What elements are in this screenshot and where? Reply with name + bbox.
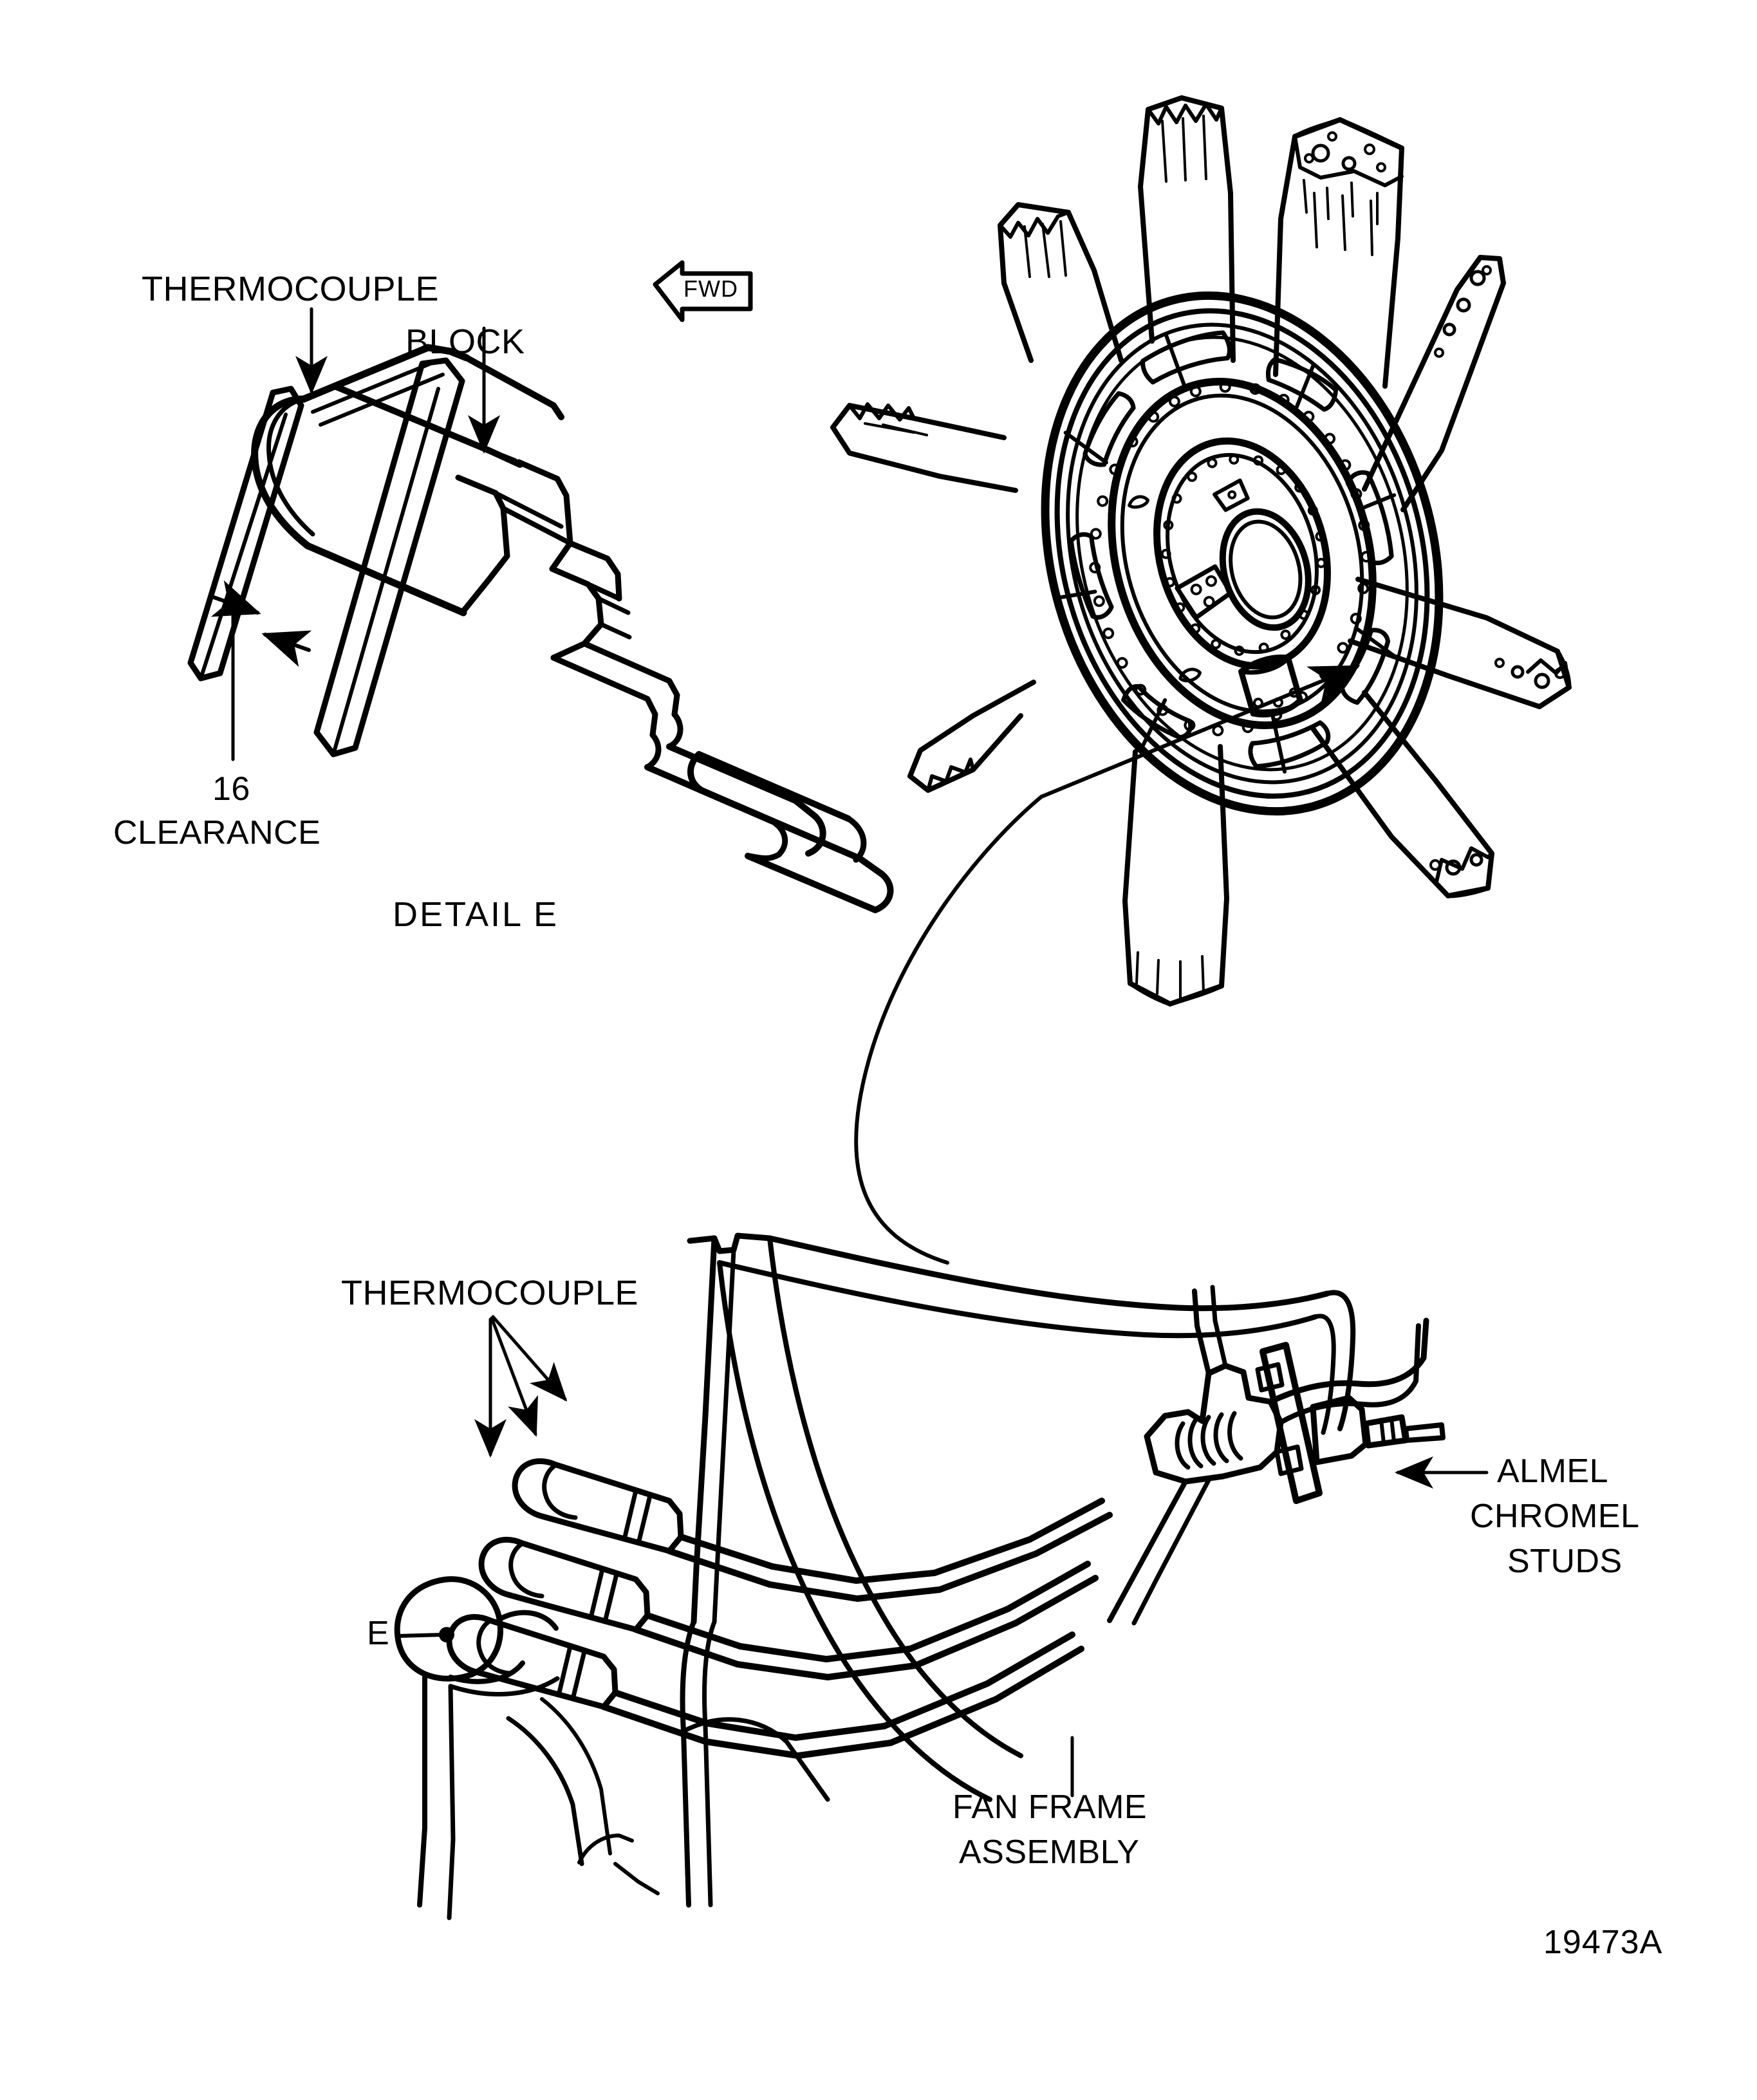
fwd-arrow-label: FWD — [683, 275, 738, 302]
section-callout-leaders — [396, 1315, 1489, 1798]
detail-callout-leaders — [295, 307, 500, 454]
clearance-dimension-label: CLEARANCE — [113, 814, 321, 851]
fan-frame-assembly-label-line1: FAN FRAME — [953, 1789, 1148, 1826]
clearance-dimension — [210, 580, 312, 761]
thermocouple-probe-1 — [512, 1458, 1113, 1602]
section-leader-curve — [854, 795, 1043, 1265]
fwd-arrow-icon — [653, 260, 753, 322]
drawing-number: 19473A — [1543, 1924, 1663, 1961]
thermocouple-probe-2 — [478, 1537, 1099, 1680]
detail-marker-e-label: E — [367, 1615, 390, 1652]
almel-chromel-connector-block — [1107, 1285, 1446, 1626]
section-callout-thermocouple-label: THERMOCOUPLE — [341, 1274, 639, 1312]
thermocouple-probe-3 — [446, 1614, 1084, 1759]
detail-view-title: DETAIL E — [393, 895, 559, 934]
clearance-dimension-value: 16 — [212, 770, 250, 808]
almel-chromel-studs-label-line1: ALMEL — [1497, 1453, 1609, 1490]
fan-frame-section-view — [394, 1232, 1446, 1920]
almel-chromel-studs-label-line3: STUDS — [1507, 1543, 1622, 1580]
almel-chromel-studs-label-line2: CHROMEL — [1470, 1498, 1640, 1535]
detail-e-thermocouple-assembly — [187, 344, 894, 913]
detail-callout-thermocouple-label: THERMOCOUPLE — [142, 270, 440, 308]
fan-frame-assembly-label-line2: ASSEMBLY — [959, 1834, 1140, 1871]
fan-frame-isometric-view — [830, 95, 1572, 1007]
detail-callout-block-label: BLOCK — [405, 322, 525, 361]
